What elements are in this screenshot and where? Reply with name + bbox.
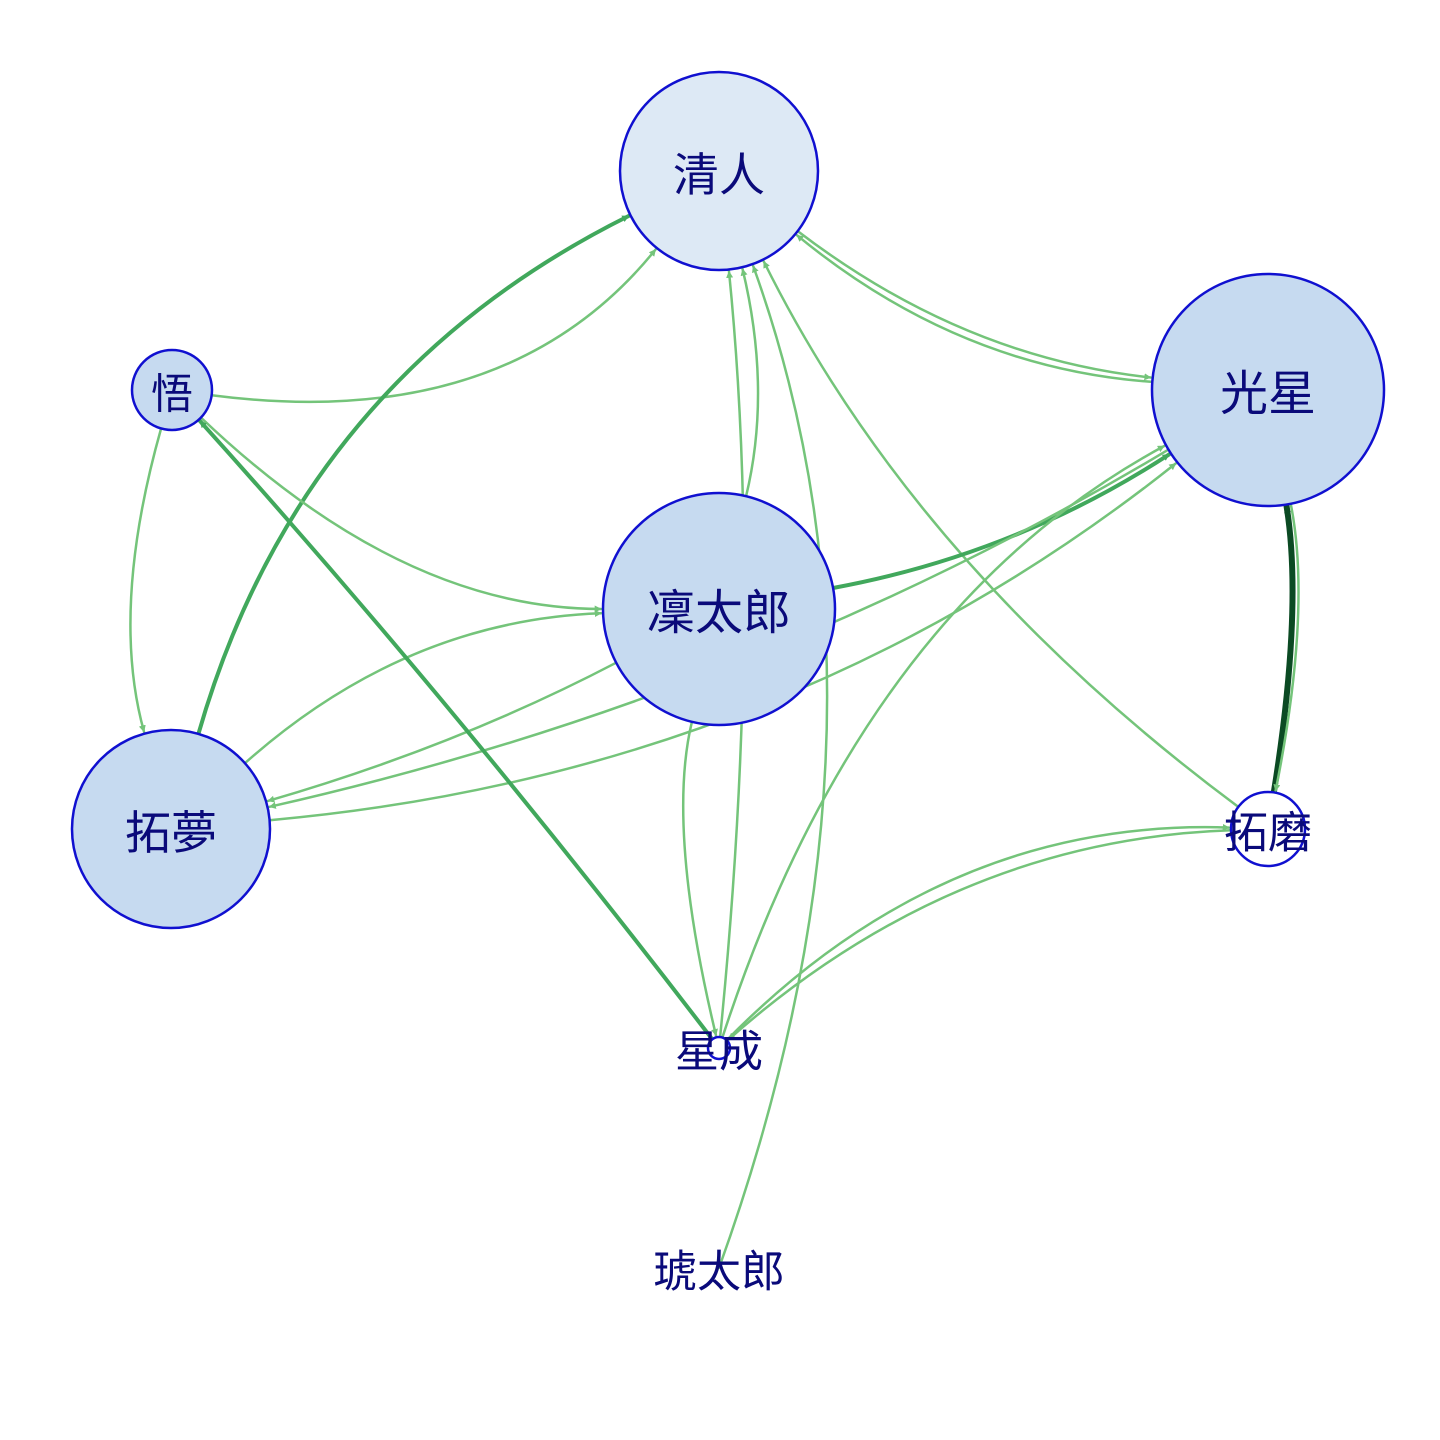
node-circle-rintaro — [601, 491, 837, 727]
node-kiyoto[interactable]: 清人 — [618, 70, 820, 272]
edge-layer — [129, 214, 1300, 1270]
node-label-seijo: 星成 — [675, 1027, 763, 1078]
edge-kousei-to-kiyoto — [795, 233, 1154, 384]
node-kousei[interactable]: 光星 — [1150, 272, 1386, 508]
node-rintaro[interactable]: 凜太郎 — [601, 491, 837, 727]
edge-seijo-to-satoru — [198, 419, 715, 1042]
node-takumu[interactable]: 拓夢 — [70, 728, 272, 930]
node-circle-seijo — [706, 1035, 732, 1061]
node-circle-kiyoto — [618, 70, 820, 272]
node-label-takuma: 拓磨 — [1224, 808, 1312, 859]
edge-rintaro-to-kiyoto — [740, 267, 760, 498]
node-circle-takuma — [1229, 790, 1307, 868]
edge-kotaro-to-kiyoto — [717, 264, 829, 1270]
node-label-satoru: 悟 — [151, 370, 193, 419]
edge-kiyoto-to-kousei — [796, 229, 1152, 381]
edge-takuma-to-kousei — [1270, 503, 1296, 796]
node-label-kotaro: 琥太郎 — [653, 1247, 785, 1298]
edge-seijo-to-kousei — [721, 444, 1166, 1039]
node-kotaro[interactable]: 琥太郎 — [653, 1247, 785, 1298]
node-label-rintaro: 凜太郎 — [647, 585, 791, 641]
node-circle-kousei — [1150, 272, 1386, 508]
node-takuma[interactable]: 拓磨 — [1224, 790, 1312, 868]
node-label-takumu: 拓夢 — [125, 806, 217, 860]
edge-satoru-to-rintaro — [199, 416, 603, 613]
node-label-kiyoto: 清人 — [673, 148, 765, 202]
edge-rintaro-to-seijo — [681, 720, 718, 1037]
edge-rintaro-to-kousei — [831, 452, 1172, 590]
node-satoru[interactable]: 悟 — [130, 348, 214, 432]
edge-seijo-to-takuma — [725, 823, 1231, 1042]
node-circle-takumu — [70, 728, 272, 930]
node-circle-satoru — [130, 348, 214, 432]
edge-satoru-to-takumu — [129, 427, 163, 733]
node-label-kousei: 光星 — [1220, 366, 1316, 422]
edge-satoru-to-kiyoto — [210, 248, 657, 404]
node-seijo[interactable]: 星成 — [675, 1027, 763, 1078]
edge-kousei-to-takuma — [1273, 502, 1300, 793]
edge-rintaro-to-takumu — [266, 661, 618, 803]
edge-takumu-to-rintaro — [243, 610, 603, 765]
edge-takuma-to-kiyoto — [762, 260, 1240, 809]
edge-takuma-to-seijo — [727, 829, 1233, 1041]
edge-takumu-to-kiyoto — [196, 214, 631, 736]
